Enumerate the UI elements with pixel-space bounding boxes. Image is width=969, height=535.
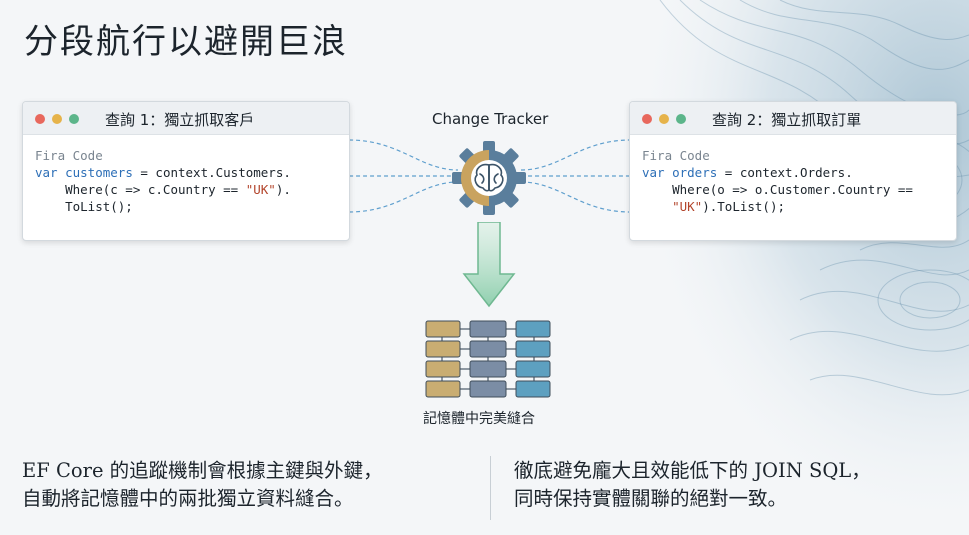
merge-label: 記憶體中完美縫合 bbox=[423, 411, 535, 427]
merged-data-grid-icon bbox=[425, 320, 551, 398]
bottom-left-line2: 自動將記憶體中的兩批獨立資料縫合。 bbox=[22, 487, 354, 510]
bottom-left-line1: EF Core 的追蹤機制會根據主鍵與外鍵， bbox=[22, 459, 383, 482]
bottom-right-line1: 徹底避免龐大且效能低下的 JOIN SQL， bbox=[514, 459, 871, 482]
query1-title-bar: 查詢 1：獨立抓取客戶 bbox=[23, 102, 349, 135]
query2-code: Fira Code var orders = context.Orders. W… bbox=[642, 148, 913, 214]
query2-title: 查詢 2：獨立抓取訂單 bbox=[712, 111, 862, 129]
change-tracker-label: Change Tracker bbox=[432, 110, 549, 128]
query1-code-window: 查詢 1：獨立抓取客戶 Fira Code var customers = co… bbox=[22, 101, 350, 241]
query2-code-window: 查詢 2：獨立抓取訂單 Fira Code var orders = conte… bbox=[629, 101, 957, 241]
bottom-left-caption: EF Core 的追蹤機制會根據主鍵與外鍵， 自動將記憶體中的兩批獨立資料縫合。 bbox=[22, 457, 383, 513]
query1-title: 查詢 1：獨立抓取客戶 bbox=[105, 111, 255, 129]
bottom-right-line2: 同時保持實體關聯的絕對一致。 bbox=[514, 487, 788, 510]
minimize-dot-icon bbox=[659, 114, 669, 124]
query2-title-bar: 查詢 2：獨立抓取訂單 bbox=[630, 102, 956, 135]
down-arrow-icon bbox=[462, 222, 516, 308]
query1-code: Fira Code var customers = context.Custom… bbox=[35, 148, 291, 214]
close-dot-icon bbox=[35, 114, 45, 124]
minimize-dot-icon bbox=[52, 114, 62, 124]
page-title: 分段航行以避開巨浪 bbox=[24, 22, 348, 62]
maximize-dot-icon bbox=[69, 114, 79, 124]
gear-brain-icon bbox=[452, 141, 526, 215]
bottom-right-caption: 徹底避免龐大且效能低下的 JOIN SQL， 同時保持實體關聯的絕對一致。 bbox=[514, 457, 871, 513]
caption-divider bbox=[490, 456, 491, 520]
close-dot-icon bbox=[642, 114, 652, 124]
maximize-dot-icon bbox=[676, 114, 686, 124]
